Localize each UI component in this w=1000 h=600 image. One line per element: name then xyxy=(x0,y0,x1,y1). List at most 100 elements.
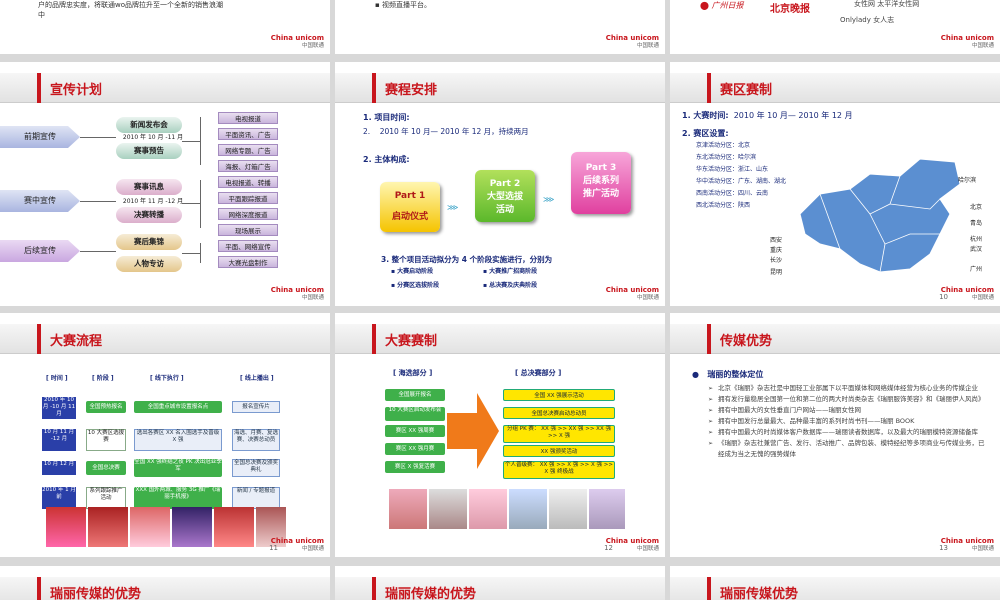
section-heading: ● 瑞丽的整体定位 xyxy=(692,370,764,379)
section-heading: 1. 项目时间: xyxy=(363,113,410,122)
map-city-label: 哈尔滨 xyxy=(958,177,977,184)
section-heading: 2. 主体构成: xyxy=(363,155,410,164)
flow-online: 报名宣传片 xyxy=(232,401,280,413)
slide-header: 瑞丽传媒的优势 xyxy=(335,577,665,600)
final-step: 全国总决赛启动总动员 xyxy=(503,407,615,419)
node-interview: 人物专访 xyxy=(116,256,182,272)
flow-time: 2010 年 1 月前 xyxy=(42,487,76,509)
contest-time: 1. 大赛时间: 2010 年 10 月— 2010 年 12 月 xyxy=(682,111,853,120)
text-line: 中 xyxy=(38,11,45,19)
stage-item: ▪ 大赛推广招商阶段 xyxy=(483,268,538,275)
arrow-icon: ⋙ xyxy=(543,195,555,204)
stage-item: ▪ 分赛区选拔阶段 xyxy=(391,282,440,289)
slide-title: 大赛赛制 xyxy=(385,334,438,349)
flow-offline: XXX 国外两城、服务 3G 推广《瑞丽手机报》 xyxy=(134,487,222,509)
flow-online: 全国总决赛及颁奖典礼 xyxy=(232,459,280,477)
slide-partial-bottom: 瑞丽传媒的优势 xyxy=(335,566,665,600)
contest-photo xyxy=(389,489,427,529)
flow-stage: 10 大赛区选拔赛 xyxy=(86,429,126,451)
slide-title: 赛区赛制 xyxy=(720,83,773,98)
final-step: 全国 XX 强展示活动 xyxy=(503,389,615,401)
map-city-label: 北京 xyxy=(970,204,983,211)
map-city-label: 广州 xyxy=(970,266,983,273)
zone-list: 京津活动分区：北京 东北活动分区：哈尔滨 华东活动分区：浙江、山东 华中活动分区… xyxy=(696,140,786,212)
stage-item: ▪ 总决赛及庆典阶段 xyxy=(483,282,538,289)
advantage-item: 拥有中国发行总量最大、品种最丰富的系列时尚书刊——瑞丽 BOOK xyxy=(708,416,986,427)
audition-step: 赛区 XX 强月赛 xyxy=(385,443,445,455)
flow-online: 海选、月赛、复选赛、决赛总动员 xyxy=(232,429,280,451)
slide-header: 瑞丽传媒优势 xyxy=(670,577,1000,600)
media-item: 平面、网络宣传 xyxy=(218,240,278,252)
flow-offline: 全国重点城市设置报名点 xyxy=(134,401,222,413)
node-highlights: 赛后集锦 xyxy=(116,234,182,250)
flow-time: 10 月 11 月 -12 月 xyxy=(42,429,76,451)
flow-offline: 全国 XX 强终结之夜 PK 决出冠亚季军 xyxy=(134,459,222,477)
date-label: 2010 年 11 月 -12 月 xyxy=(122,198,184,205)
zone-item: 华中活动分区：广东、湖南、湖北 xyxy=(696,178,787,185)
flow-time: 2010 年 10 月 -10 月 11 月 xyxy=(42,397,76,419)
contest-photo xyxy=(509,489,547,529)
page-number: 12 xyxy=(604,544,613,552)
slide-header: 宣传计划 xyxy=(0,73,330,103)
col-header: [ 线上播出 ] xyxy=(240,375,274,382)
slide-title: 瑞丽传媒优势 xyxy=(720,587,799,600)
phase-post: 后续宣传 xyxy=(0,240,80,262)
stage-item: ▪ 大赛启动阶段 xyxy=(391,268,434,275)
event-photo xyxy=(46,507,86,547)
advantage-item: 《瑞丽》杂志社兼营广告、发行、活动推广、品牌包装、模特经纪等多项商业与传媒业务，… xyxy=(708,438,986,460)
media-item: 平面资讯、广告 xyxy=(218,128,278,140)
media-item: 现场展示 xyxy=(218,224,278,236)
arrow-icon xyxy=(447,393,499,469)
node-broadcast: 决赛转播 xyxy=(116,207,182,223)
event-photo xyxy=(256,507,286,547)
contest-photo xyxy=(549,489,587,529)
page-number: 10 xyxy=(939,293,948,301)
map-city-label: 长沙 xyxy=(770,257,783,264)
col-header: [ 线下执行 ] xyxy=(150,375,184,382)
event-photo xyxy=(214,507,254,547)
flow-stage: 系列跟踪推广活动 xyxy=(86,487,126,509)
slide-header: 赛程安排 xyxy=(335,73,665,103)
flow-stage: 全国总决赛 xyxy=(86,461,126,475)
advantage-item: 拥有中国最大的女性垂直门户网站——瑞丽女性网 xyxy=(708,405,986,416)
page-number: 13 xyxy=(939,544,948,552)
final-step: 分组 PK 赛： XX 强 >> XX 强 >> XX 强 >> X 强 xyxy=(503,425,615,443)
map-city-label: 武汉 xyxy=(970,246,983,253)
phase-pre: 前期宣传 xyxy=(0,126,80,148)
map-city-label: 青岛 xyxy=(970,220,983,227)
stages-intro: 3. 整个项目活动拟分为 4 个阶段实施进行，分别为 xyxy=(381,255,553,264)
flow-online: 新闻 / 专题报道 xyxy=(232,487,280,509)
advantage-list: 北京《瑞丽》杂志社是中国轻工业部属下以平面媒体和网络媒体经营为核心业务的传媒企业… xyxy=(708,383,986,460)
china-map xyxy=(799,158,961,273)
slide-schedule: 赛程安排 1. 项目时间: 2. 2010 年 10 月— 2010 年 12 … xyxy=(335,62,665,306)
flow-stage: 全国预热报名 xyxy=(86,401,126,413)
slide-partial-bottom: 瑞丽传媒的优势 xyxy=(0,566,330,600)
contest-photo xyxy=(429,489,467,529)
zone-item: 西南活动分区：四川、云南 xyxy=(696,190,769,197)
slide-advantage: 传媒优势 ● 瑞丽的整体定位 北京《瑞丽》杂志社是中国轻工业部属下以平面媒体和网… xyxy=(670,313,1000,557)
media-item: 平面跟踪报道 xyxy=(218,192,278,204)
slide-promo-plan: 宣传计划 前期宣传 赛中宣传 后续宣传 新闻发布会 2010 年 10 月 -1… xyxy=(0,62,330,306)
zone-item: 西北活动分区：陕西 xyxy=(696,202,751,209)
newspaper-logo: 北京晚报 xyxy=(770,0,810,15)
audition-step: 全国展开报名 xyxy=(385,389,445,401)
slide-title: 宣传计划 xyxy=(50,83,103,98)
advantage-item: 拥有发行量稳居全国第一位和第二位的两大时尚类杂志《瑞丽服饰美容》和《瑞丽伊人风尚… xyxy=(708,394,986,405)
page-number: 11 xyxy=(269,544,278,552)
node-news: 赛事讯息 xyxy=(116,179,182,195)
text-line: 户的品牌忠实度，将联通wo品牌拉升至一个全新的销售浪潮 xyxy=(38,1,224,9)
zone-item: 东北活动分区：哈尔滨 xyxy=(696,154,757,161)
media-item: 电视报道、转播 xyxy=(218,176,278,188)
zone-item: 华东活动分区：浙江、山东 xyxy=(696,166,769,173)
contest-photo xyxy=(469,489,507,529)
col-header: [ 海选部分 ] xyxy=(393,369,433,377)
audition-step: 赛区 X 强复活赛 xyxy=(385,461,445,473)
